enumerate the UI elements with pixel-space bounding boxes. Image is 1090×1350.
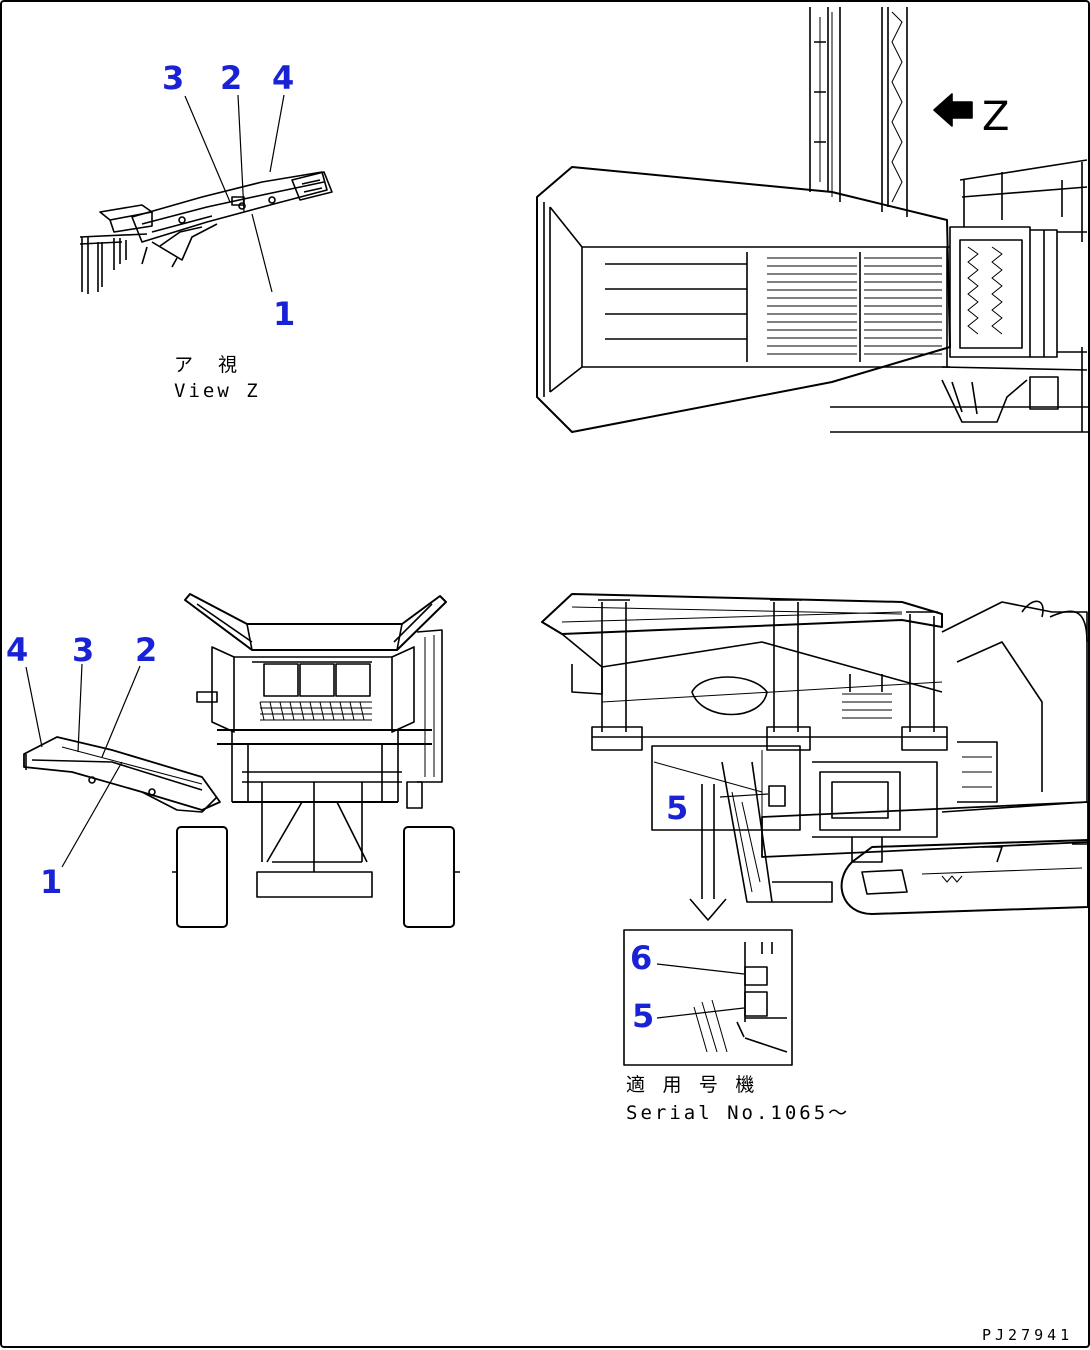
view-arrow-label: Z xyxy=(982,94,1010,140)
callout-4: 4 xyxy=(6,631,29,669)
side-view-drawing xyxy=(541,593,1089,1066)
callout-4: 4 xyxy=(272,59,295,97)
serial-caption-jp: 適 用 号 機 xyxy=(626,1074,758,1096)
top-view-hopper-drawing xyxy=(536,7,1088,433)
view-z-caption-jp: ア 視 xyxy=(174,354,241,376)
serial-caption-en: Serial No.1065～ xyxy=(626,1102,851,1124)
front-view-drawing xyxy=(23,593,460,928)
callout-3: 3 xyxy=(162,59,185,97)
detail-callout-5: 5 xyxy=(632,997,655,1035)
detail-callout-6: 6 xyxy=(630,939,653,977)
view-z-conveyor-drawing xyxy=(79,94,333,294)
callout-3: 3 xyxy=(72,631,95,669)
drawing-number: PJ27941 xyxy=(982,1326,1074,1344)
callout-2: 2 xyxy=(220,59,243,97)
view-z-caption-en: View Z xyxy=(174,380,261,402)
callout-1: 1 xyxy=(273,295,296,333)
callout-1: 1 xyxy=(40,863,63,901)
callout-5: 5 xyxy=(666,789,689,827)
callout-2: 2 xyxy=(135,631,158,669)
